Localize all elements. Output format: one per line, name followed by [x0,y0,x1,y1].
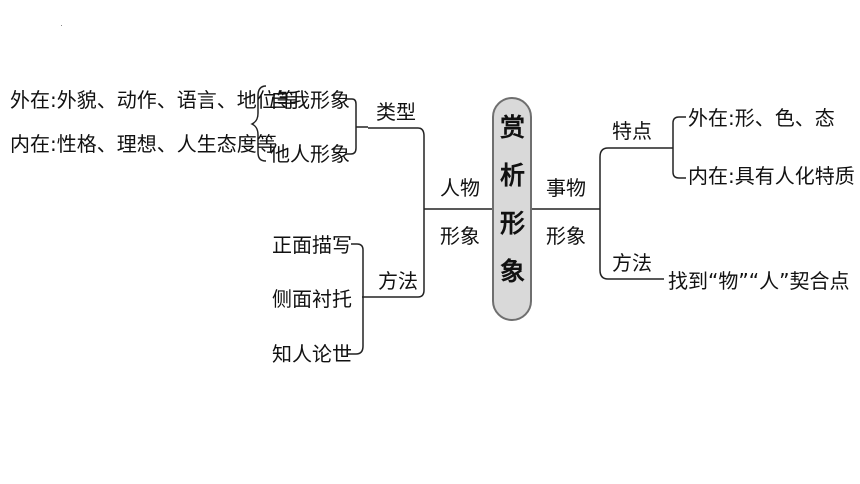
center-pill [492,97,532,321]
method-item-1: 正面描写 [272,233,352,257]
center-char-1: 赏 [500,113,526,142]
method-items-bracket [348,243,364,355]
type-items-bracket [345,98,357,155]
method-item-3: 知人论世 [272,342,352,366]
center-char-3: 形 [500,209,526,238]
object-method-label: 方法 [612,251,652,275]
object-label-bottom: 形象 [546,224,586,248]
others-image-item: 他人形象 [270,142,350,166]
feature-label: 特点 [612,119,652,143]
object-trunk [599,147,609,280]
inner-note: 内在:性格、理想、人生态度等 [10,132,277,156]
feature-items-bracket [672,116,686,179]
center-char-4: 象 [500,257,526,286]
character-label-top: 人物 [440,176,480,200]
type-label: 类型 [376,100,416,124]
self-image-item: 自我形象 [270,88,350,112]
outer-note: 外在:外貌、动作、语言、地位等 [10,88,297,112]
character-label-bottom: 形象 [440,224,480,248]
feature-item-inner: 内在:具有人化特质 [688,164,855,188]
character-method-label: 方法 [378,269,418,293]
notes-brace [250,85,267,162]
method-item-2: 侧面衬托 [272,287,352,311]
object-method-text: 找到“物”“人”契合点 [668,269,850,293]
stray-dot [61,25,62,26]
feature-item-outer: 外在:形、色、态 [688,106,835,130]
center-char-2: 析 [500,161,526,190]
object-label-top: 事物 [546,176,586,200]
character-trunk [417,127,425,298]
